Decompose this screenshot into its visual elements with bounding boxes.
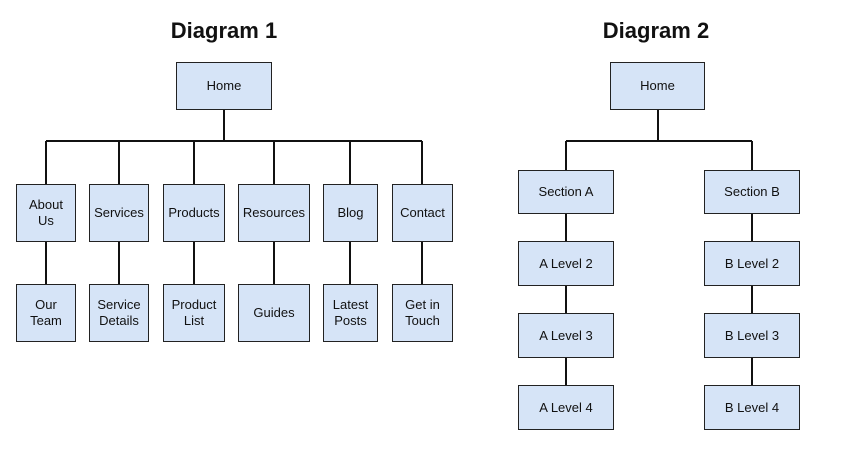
d1-child-latest-posts: Latest Posts bbox=[323, 284, 378, 342]
d1-section-resources: Resources bbox=[238, 184, 310, 242]
d1-child-guides: Guides bbox=[238, 284, 310, 342]
d2-b-level-4: B Level 4 bbox=[704, 385, 800, 430]
d2-b-level-3: B Level 3 bbox=[704, 313, 800, 358]
diagram-2-title: Diagram 2 bbox=[602, 18, 710, 43]
d1-section-services: Services bbox=[89, 184, 149, 242]
d2-b-level-2: B Level 2 bbox=[704, 241, 800, 286]
d2-a-level-3: A Level 3 bbox=[518, 313, 614, 358]
d2-a-level-2: A Level 2 bbox=[518, 241, 614, 286]
d1-child-our-team: Our Team bbox=[16, 284, 76, 342]
d1-section-blog: Blog bbox=[323, 184, 378, 242]
d2-home-node: Home bbox=[610, 62, 705, 110]
d2-section-b: Section B bbox=[704, 170, 800, 214]
d1-child-product-list: Product List bbox=[163, 284, 225, 342]
diagram-1-title: Diagram 1 bbox=[170, 18, 278, 43]
d2-a-level-4: A Level 4 bbox=[518, 385, 614, 430]
d2-section-a: Section A bbox=[518, 170, 614, 214]
d1-child-get-in-touch: Get in Touch bbox=[392, 284, 453, 342]
d1-section-contact: Contact bbox=[392, 184, 453, 242]
d1-home-node: Home bbox=[176, 62, 272, 110]
d1-section-about-us: About Us bbox=[16, 184, 76, 242]
d1-child-service-details: Service Details bbox=[89, 284, 149, 342]
d1-section-products: Products bbox=[163, 184, 225, 242]
